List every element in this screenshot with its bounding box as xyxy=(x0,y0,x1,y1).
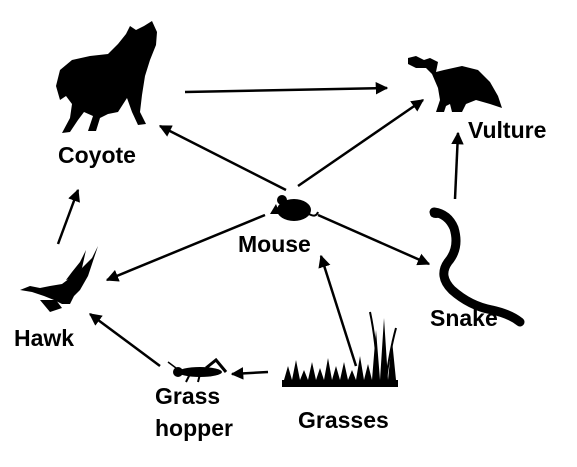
label-hawk: Hawk xyxy=(14,325,74,351)
grasshopper-icon xyxy=(167,357,228,383)
grasses-icon xyxy=(282,311,398,387)
hawk-icon xyxy=(20,246,98,312)
snake-icon xyxy=(429,207,525,327)
label-vulture: Vulture xyxy=(468,117,546,143)
arrow-mouse-to-coyote xyxy=(158,124,287,192)
arrow-grasses-to-grasshopper xyxy=(230,367,269,380)
label-grasses: Grasses xyxy=(298,407,389,433)
label-mouse: Mouse xyxy=(238,231,311,257)
arrow-snake-to-vulture xyxy=(451,131,464,200)
label-snake: Snake xyxy=(430,305,498,331)
arrow-mouse-to-snake xyxy=(317,213,431,266)
arrow-mouse-to-hawk xyxy=(105,213,266,282)
label-grasshopper-line1: Grass xyxy=(155,383,220,409)
arrows xyxy=(56,81,464,380)
arrow-coyote-to-vulture xyxy=(184,81,389,95)
label-coyote: Coyote xyxy=(58,142,136,168)
arrow-grasses-to-mouse xyxy=(318,254,358,367)
label-grasshopper-line2: hopper xyxy=(155,415,233,441)
arrow-mouse-to-vulture xyxy=(297,98,425,188)
vulture-icon xyxy=(408,56,502,112)
coyote-icon xyxy=(56,21,157,133)
arrow-grasshopper-to-hawk xyxy=(88,312,161,368)
mouse-icon xyxy=(270,195,319,221)
arrow-hawk-to-coyote xyxy=(56,188,80,245)
